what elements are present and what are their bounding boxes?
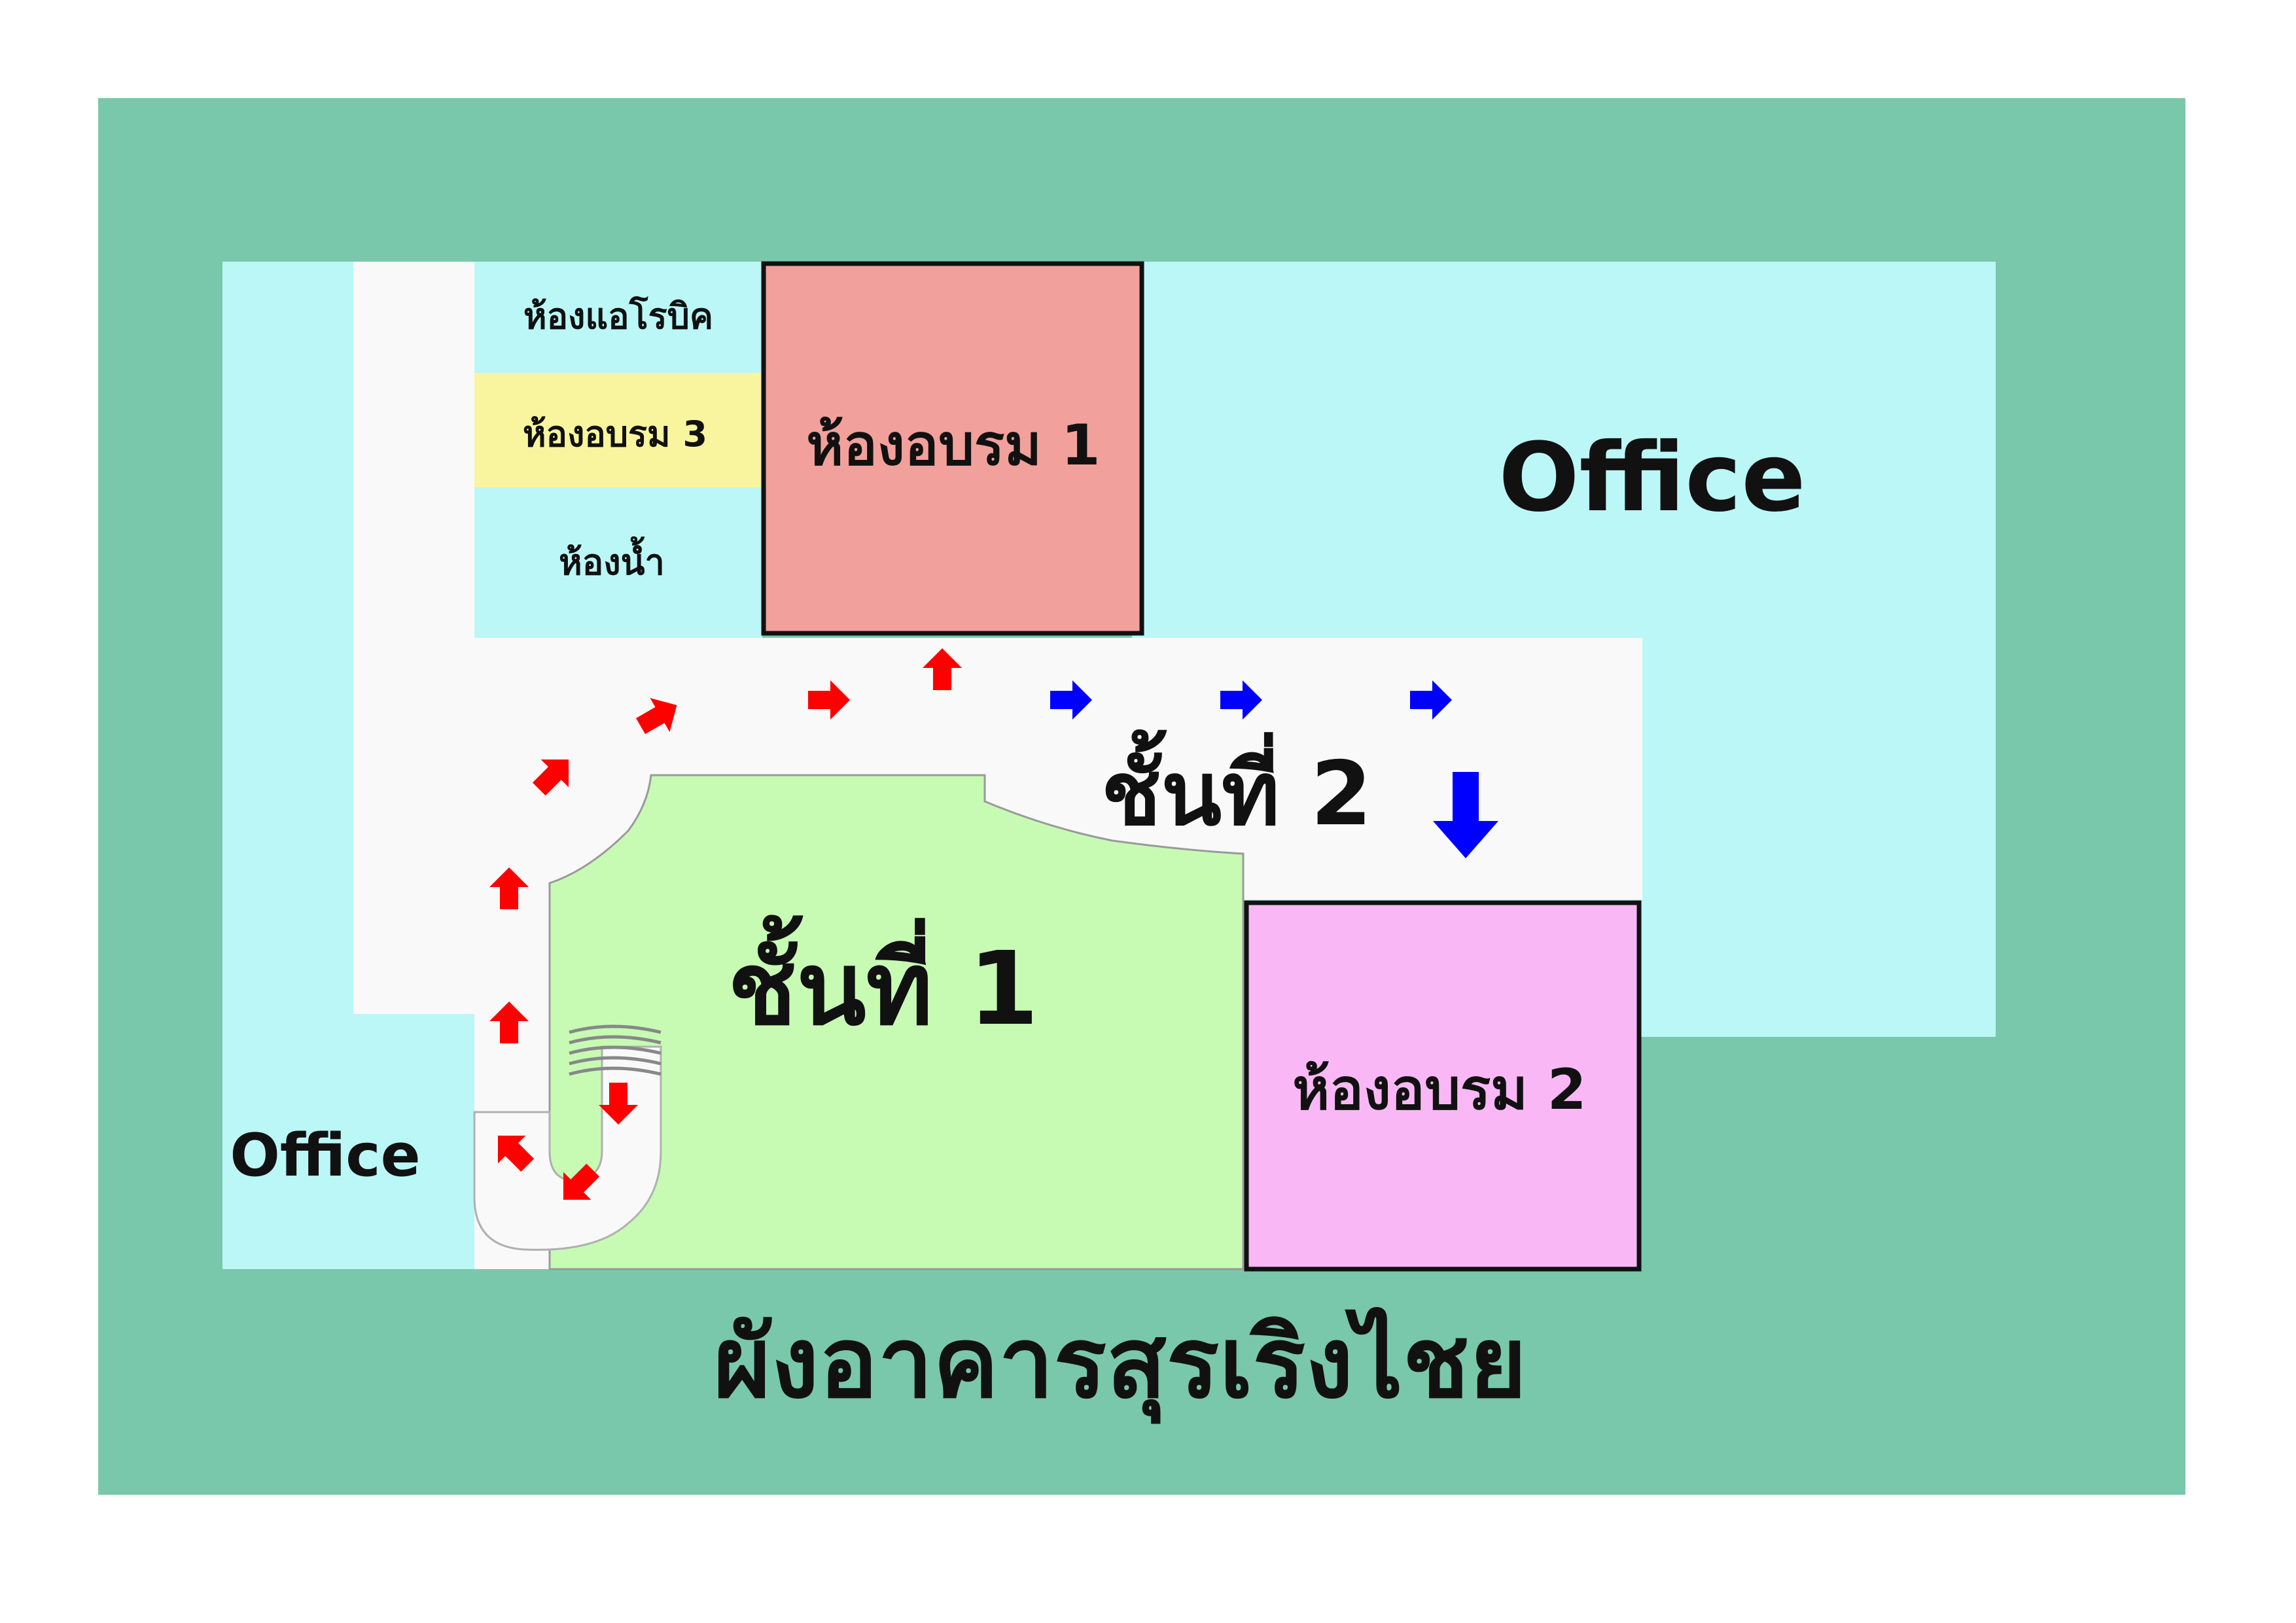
training-room-1 — [761, 261, 1144, 636]
aerobic-room — [474, 262, 762, 373]
training-room-3-label: ห้องอบรม 3 — [523, 413, 707, 455]
training-room-2 — [1244, 900, 1642, 1272]
stairs-icon — [569, 1024, 662, 1076]
training-room-2-label: ห้องอบรม 2 — [1292, 1057, 1586, 1123]
aerobic-room-label: ห้องแอโรบิค — [523, 296, 713, 337]
page-title: ผังอาคารสุรเริงไชย — [714, 1306, 1527, 1424]
restroom-label: ห้องน้ำ — [559, 536, 665, 583]
office-label-small: Office — [230, 1121, 420, 1190]
restroom — [474, 487, 762, 638]
floor-1-area — [548, 774, 1245, 1270]
training-room-3 — [474, 373, 762, 487]
blue-arrow-icon — [1433, 772, 1498, 858]
office-label-large: Office — [1498, 423, 1805, 533]
small-office-room — [222, 1014, 478, 1269]
route-floor-2 — [1050, 680, 1498, 858]
floor-2-label: ชั้นที่ 2 — [1101, 729, 1372, 845]
floor-1-label: ชั้นที่ 1 — [728, 915, 1038, 1048]
training-room-1-label: ห้องอบรม 1 — [806, 413, 1100, 478]
